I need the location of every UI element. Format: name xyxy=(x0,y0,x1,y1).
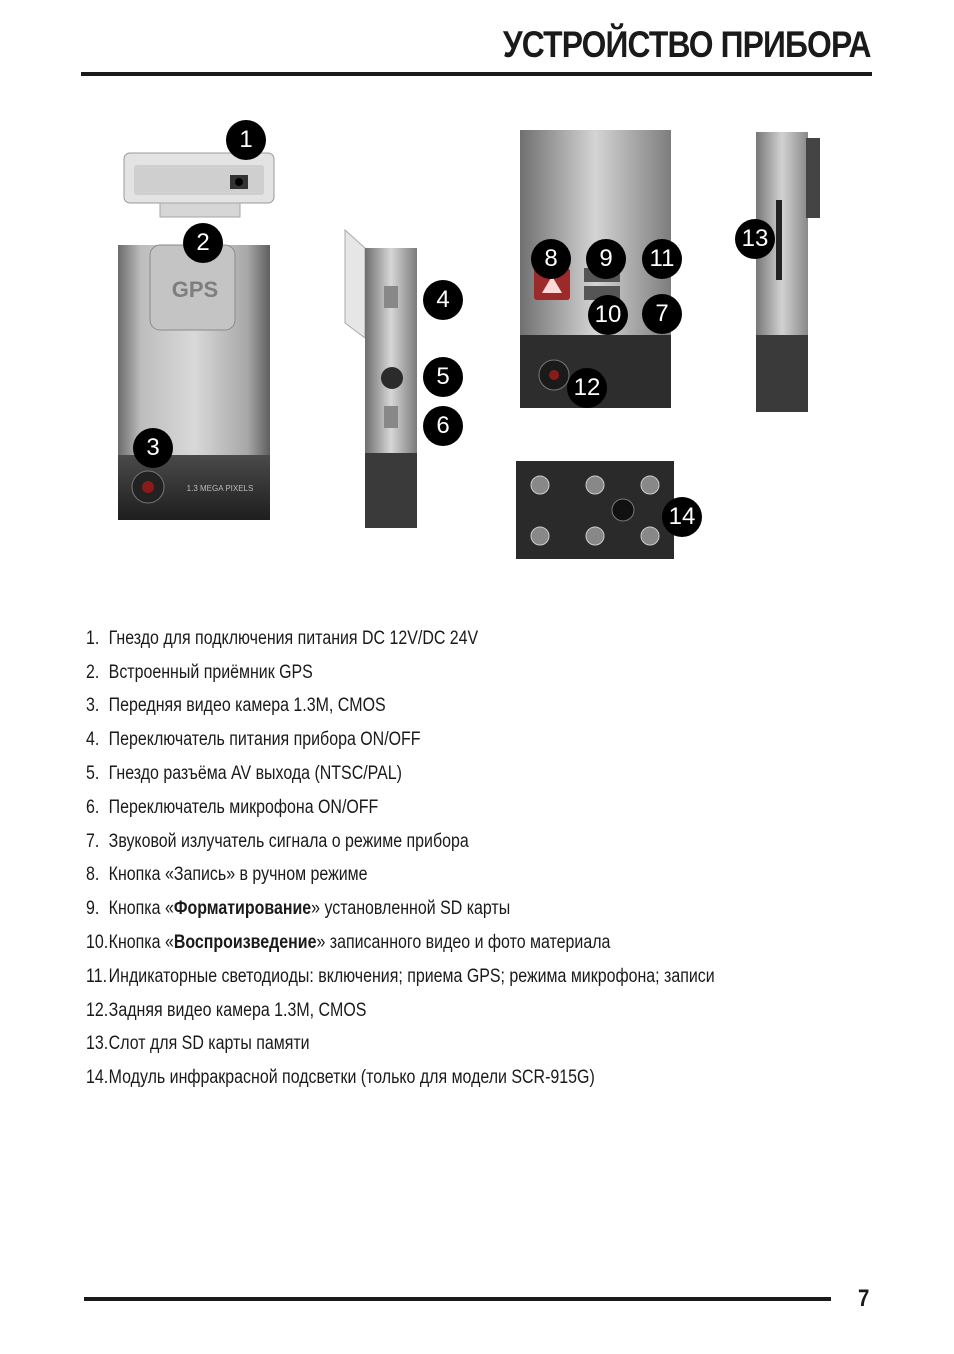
list-item: 14.Модуль инфракрасной подсветки (только… xyxy=(86,1067,595,1089)
page-number: 7 xyxy=(858,1285,870,1312)
callout-8: 8 xyxy=(531,239,571,279)
callout-11: 11 xyxy=(642,239,682,279)
callout-3: 3 xyxy=(133,428,173,468)
callout-13: 13 xyxy=(735,219,775,259)
megapixel-label: 1.3 MEGA PIXELS xyxy=(187,484,254,493)
list-item: 3.Передняя видео камера 1.3M, CMOS xyxy=(86,695,386,717)
list-item: 11.Индикаторные светодиоды: включения; п… xyxy=(86,965,715,987)
bold-term: Воспроизведение xyxy=(173,932,317,954)
callout-1: 1 xyxy=(226,120,266,160)
list-item: 2.Встроенный приёмник GPS xyxy=(86,661,313,683)
callout-10: 10 xyxy=(588,295,628,335)
callout-9: 9 xyxy=(586,239,626,279)
list-item: 10.Кнопка «Воспроизведение» записанного … xyxy=(86,932,611,954)
component-list: 1.Гнездо для подключения питания DC 12V/… xyxy=(86,622,834,1095)
callout-14: 14 xyxy=(662,497,702,537)
bold-term: Форматирование xyxy=(173,898,312,920)
device-side-view xyxy=(344,228,417,528)
list-item: 12.Задняя видео камера 1.3M, CMOS xyxy=(86,999,367,1021)
callout-6: 6 xyxy=(423,406,463,446)
list-item: 8.Кнопка «Запись» в ручном режиме xyxy=(86,864,368,886)
callout-4: 4 xyxy=(423,280,463,320)
callout-7: 7 xyxy=(642,294,682,334)
list-item: 1.Гнездо для подключения питания DC 12V/… xyxy=(86,627,479,649)
list-item: 7.Звуковой излучатель сигнала о режиме п… xyxy=(86,830,469,852)
ir-module xyxy=(516,461,674,559)
callout-12: 12 xyxy=(567,368,607,408)
list-item: 6.Переключатель микрофона ON/OFF xyxy=(86,796,379,818)
list-item: 9.Кнопка «Форматирование» установленной … xyxy=(86,898,511,920)
list-item: 13.Слот для SD карты памяти xyxy=(86,1033,310,1055)
device-front-view: GPS 1.3 MEGA PIXELS xyxy=(118,152,275,520)
device-sd-slot-view xyxy=(756,132,820,412)
callout-5: 5 xyxy=(423,357,463,397)
gps-label: GPS xyxy=(172,277,218,302)
page-title: УСТРОЙСТВО ПРИБОРА xyxy=(503,24,872,65)
callout-2: 2 xyxy=(183,223,223,263)
list-item: 4.Переключатель питания прибора ON/OFF xyxy=(86,729,421,751)
list-item: 5.Гнездо разъёма AV выхода (NTSC/PAL) xyxy=(86,763,402,785)
footer-rule xyxy=(84,1297,831,1301)
header-rule xyxy=(81,72,872,76)
